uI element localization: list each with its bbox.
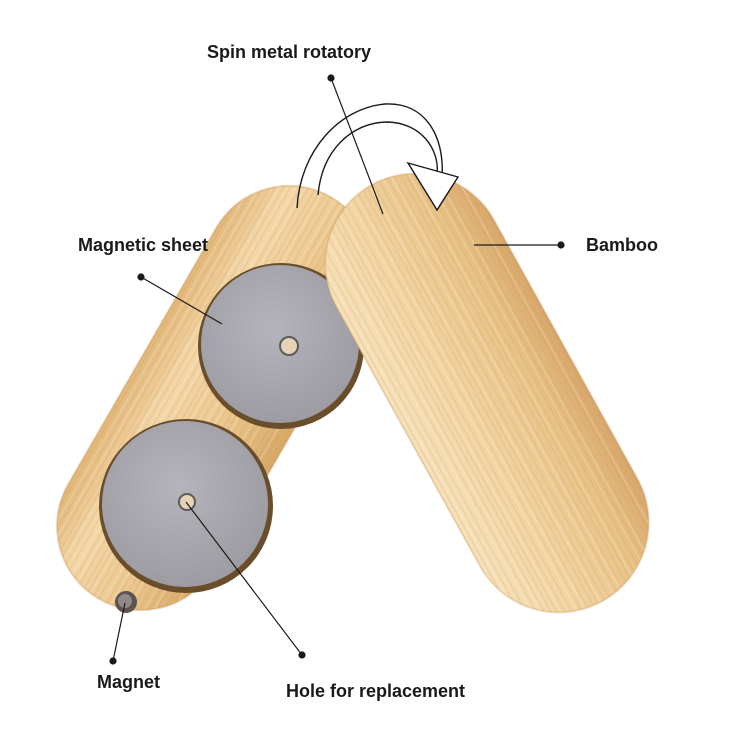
magnetic-sheet-lower [99,419,273,593]
label-spin-metal-rotatory: Spin metal rotatory [207,42,372,62]
leader-lines [109,74,565,665]
bamboo-cover [324,172,650,614]
label-magnet: Magnet [97,672,160,692]
magnetic-sheet-upper [198,263,364,429]
label-bamboo: Bamboo [586,235,658,255]
magnet [115,591,137,613]
label-magnetic-sheet: Magnetic sheet [78,235,209,255]
label-hole-for-replacement: Hole for replacement [286,681,466,701]
rotation-arrow-icon [296,103,460,212]
